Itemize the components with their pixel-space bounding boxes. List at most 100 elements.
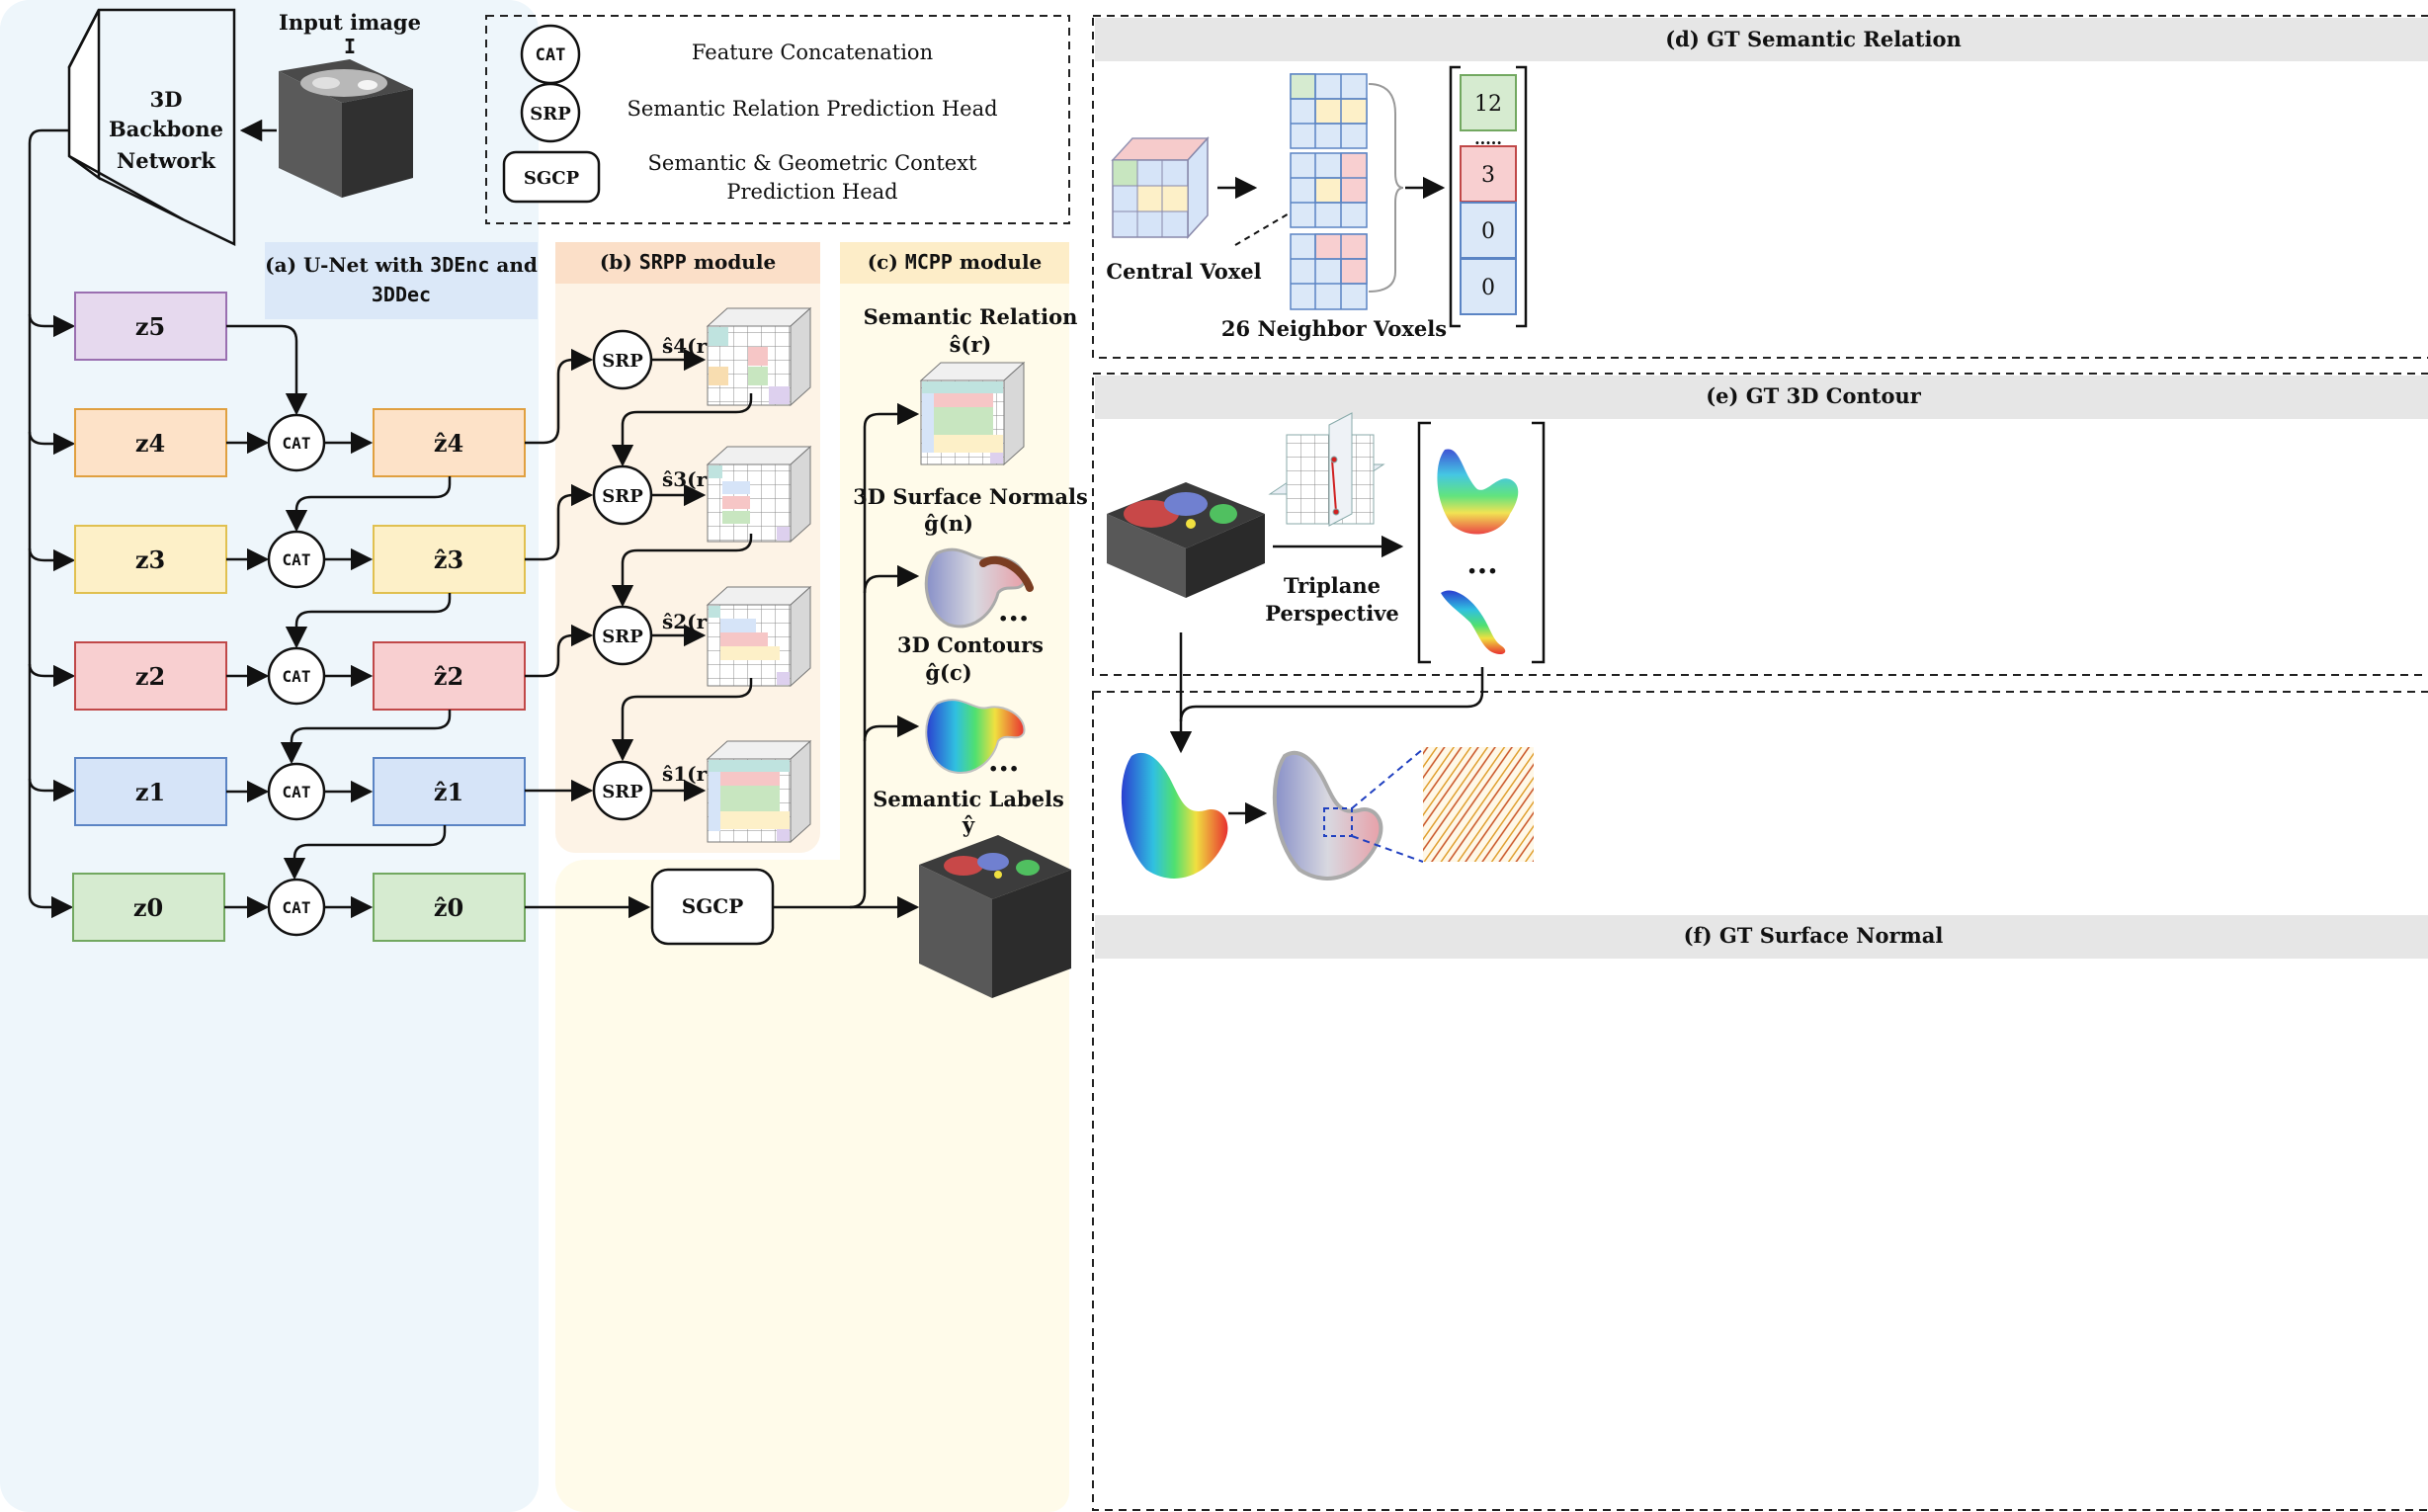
srp-node-1-label: SRP: [602, 782, 643, 802]
vector-value-0: 12: [1474, 92, 1502, 117]
panel-f-header-bg: [1095, 915, 2428, 959]
neighbor-brace: [1368, 83, 1404, 293]
contour-bracket-right: [1532, 421, 1546, 664]
decoder-z1-label: ẑ1: [434, 778, 463, 806]
vector-cell-12: [1460, 74, 1517, 131]
panel-f-title: (f) GT Surface Normal: [1684, 923, 1944, 948]
backbone-network: [67, 8, 236, 246]
input-title: Input image: [279, 10, 421, 35]
mcpp-labels-title: Semantic Labels: [873, 787, 1064, 811]
encoder-z3-label: z3: [135, 546, 165, 574]
normal-zoom-view: [1423, 747, 1534, 862]
mcpp-relation-title: Semantic Relation: [864, 304, 1078, 329]
mcpp-contours-title: 3D Contours: [897, 632, 1044, 657]
legend-box: [485, 15, 1070, 224]
triplane-label-2: Perspective: [1265, 601, 1399, 626]
encoder-z5: [74, 292, 227, 361]
vector-value-1: 3: [1481, 163, 1495, 188]
srp-output-cube-2: [706, 585, 812, 688]
mcpp-normals-title: 3D Surface Normals: [853, 484, 1088, 509]
panel-e-box: [1092, 373, 2428, 676]
encoder-z2: [74, 641, 227, 711]
decoder-z2-label: ẑ2: [434, 662, 463, 691]
triplane-label-1: Triplane: [1284, 573, 1381, 598]
trunk-branches: [28, 313, 76, 802]
zoom-lines: [1351, 748, 1424, 863]
vector-cell-3: [1460, 145, 1517, 203]
mcpp-normals-dots: ...: [998, 594, 1029, 629]
unet-panel-bg-top: [0, 0, 267, 247]
legend-srp-symbol: [520, 82, 581, 143]
panel-e-title: (e) GT 3D Contour: [1706, 383, 1922, 408]
panel-d-box: [1092, 15, 2428, 359]
panel-c-title: (c) MCPP module: [868, 250, 1043, 274]
legend-sgcp-symbol: [502, 150, 601, 204]
legend-srp-label: SRP: [530, 104, 571, 125]
encoder-z1: [74, 757, 227, 826]
surface-shape-colored: [1121, 752, 1228, 879]
mcpp-arrows: [525, 402, 920, 919]
surface-shape-fuzzy: [1272, 750, 1383, 881]
panel-ef-arrows: [1169, 632, 1484, 825]
mcpp-normals-symbol: ĝ(n): [924, 511, 973, 536]
trunk-line: [28, 128, 74, 919]
central-voxel-label: Central Voxel: [1106, 259, 1261, 284]
cat-node-0-label: CAT: [283, 898, 311, 917]
vector-bracket-right: [1516, 65, 1528, 328]
mcpp-normals-shape: [924, 547, 1034, 629]
decoder-z1: [373, 757, 526, 826]
legend-srp-text: Semantic Relation Prediction Head: [627, 97, 997, 121]
contour-shape-2: [1441, 590, 1506, 655]
encoder-z0: [72, 873, 225, 942]
decoder-z0: [373, 873, 526, 942]
panel-d-header-bg: [1095, 18, 2428, 61]
legend-cat-label: CAT: [536, 45, 566, 65]
mcpp-relation-symbol: ŝ(r): [950, 332, 992, 357]
panel-d-title: (d) GT Semantic Relation: [1665, 27, 1962, 51]
vector-value-2: 0: [1481, 219, 1495, 244]
vector-dots: .....: [1474, 129, 1502, 148]
vector-bracket-left: [1449, 65, 1461, 328]
srp-output-cube-1: [706, 739, 812, 844]
panel-b-header-bg: [555, 242, 820, 284]
input-volume: [279, 59, 413, 198]
decoder-z3-label: ẑ3: [434, 546, 463, 574]
encoder-z2-label: z2: [135, 662, 165, 691]
unet-panel-bg: [0, 0, 539, 1512]
srpp-arrows: [525, 348, 753, 802]
mcpp-labels-symbol: ŷ: [962, 812, 975, 837]
encoder-z4-label: z4: [135, 429, 165, 458]
gt-contour-volume: [1107, 482, 1265, 598]
cat-node-3-label: CAT: [283, 550, 311, 569]
legend-sgcp-text-2: Prediction Head: [726, 180, 897, 204]
central-voxel-cube: [1111, 136, 1210, 239]
mcpp-relation-cube: [919, 361, 1026, 466]
legend-cat-text: Feature Concatenation: [692, 41, 933, 64]
decoder-z4-label: ẑ4: [434, 429, 463, 458]
backbone-label-1: 3D: [150, 87, 183, 112]
srp-node-4-label: SRP: [602, 351, 643, 372]
srp-output-cube-4: [706, 306, 812, 407]
backbone-label-2: Backbone: [109, 117, 223, 141]
contour-bracket-left: [1417, 421, 1431, 664]
srp-output-cube-3: [706, 445, 812, 544]
mcpp-contours-shape: [925, 699, 1026, 774]
panel-a-header-bg: [265, 242, 538, 319]
legend-sgcp-text-1: Semantic & Geometric Context: [648, 151, 977, 175]
vector-cell-0b: [1460, 258, 1517, 315]
contour-shape-1: [1437, 449, 1519, 535]
panel-f-box: [1092, 691, 2428, 1511]
srp-node-2-label: SRP: [602, 627, 643, 647]
panel-a-title: (a) U-Net with 3DEnc and: [265, 253, 538, 277]
cat-node-1-label: CAT: [283, 783, 311, 801]
panel-a-title-2: 3DDec: [372, 283, 431, 306]
mcpp-labels-volume: [919, 835, 1071, 998]
neighbor-voxels-label: 26 Neighbor Voxels: [1221, 316, 1447, 341]
decoder-z3: [373, 525, 526, 594]
vector-value-3: 0: [1481, 276, 1495, 300]
unet-arrows: [224, 324, 452, 919]
mcpp-contours-dots: ...: [988, 744, 1019, 779]
decoder-z4: [373, 408, 526, 477]
decoder-z0-label: ẑ0: [434, 893, 463, 922]
